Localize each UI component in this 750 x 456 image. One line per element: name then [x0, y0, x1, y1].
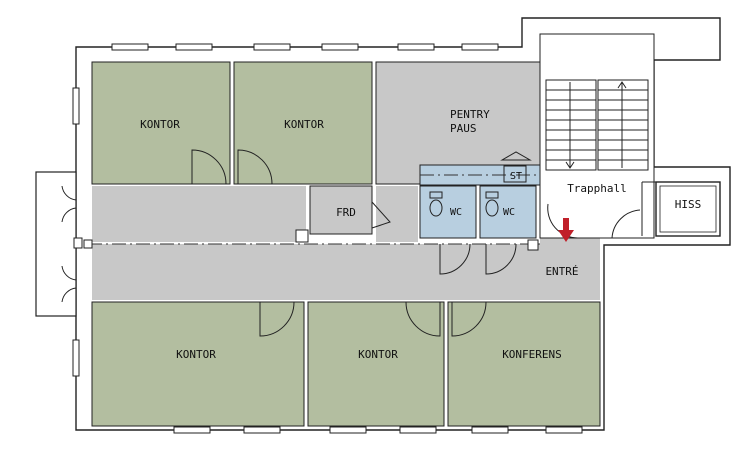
- room-frd[interactable]: [309, 185, 373, 235]
- windows-bottom: [173, 426, 583, 434]
- door-frd[interactable]: [371, 201, 391, 229]
- room-hiss[interactable]: [655, 181, 721, 237]
- windows-top: [111, 43, 499, 51]
- room-kontor-1[interactable]: [91, 61, 231, 185]
- door-wc-1[interactable]: [439, 243, 471, 275]
- label-entre: ENTRÉ: [545, 265, 578, 278]
- label-kontor-3: KONTOR: [176, 348, 216, 361]
- label-hiss: HISS: [675, 198, 702, 211]
- stairs[interactable]: [545, 79, 649, 171]
- door-wc-2[interactable]: [485, 243, 517, 275]
- door-konferens[interactable]: [451, 301, 487, 337]
- toilet-icon: [485, 191, 499, 217]
- label-pentry: PENTRY: [450, 108, 490, 121]
- door-trapphall-left[interactable]: [547, 203, 579, 239]
- service-node-2: [295, 229, 309, 243]
- windows-left: [72, 87, 80, 377]
- corridor-upper[interactable]: [92, 186, 306, 242]
- door-kontor-4[interactable]: [405, 301, 441, 337]
- annex-door-3[interactable]: [61, 265, 77, 281]
- service-node-1: [83, 239, 93, 249]
- annex-column: [73, 237, 83, 249]
- door-kontor-2[interactable]: [237, 149, 273, 185]
- corridor-main[interactable]: [92, 244, 600, 300]
- label-kontor-4: KONTOR: [358, 348, 398, 361]
- label-kontor-1: KONTOR: [140, 118, 180, 131]
- label-paus: PAUS: [450, 122, 477, 135]
- door-trapphall-right[interactable]: [611, 209, 641, 239]
- label-wc-2: WC: [503, 207, 515, 218]
- label-frd: FRD: [336, 206, 356, 219]
- label-trapphall: Trapphall: [567, 182, 627, 195]
- west-annex: [35, 171, 77, 317]
- room-wc-2[interactable]: [479, 185, 537, 239]
- annex-door-2[interactable]: [61, 207, 77, 223]
- hiss-inner: [659, 185, 717, 233]
- label-kontor-2: KONTOR: [284, 118, 324, 131]
- room-trapphall[interactable]: [539, 33, 655, 239]
- service-node-3: [527, 239, 539, 251]
- room-wc-1[interactable]: [419, 185, 477, 239]
- sink-icon: [500, 151, 532, 183]
- annex-door-4[interactable]: [61, 287, 77, 303]
- room-konferens[interactable]: [447, 301, 601, 427]
- door-hiss[interactable]: [641, 181, 656, 236]
- door-kontor-3[interactable]: [259, 301, 295, 337]
- room-kontor-4[interactable]: [307, 301, 445, 427]
- room-kontor-3[interactable]: [91, 301, 305, 427]
- room-pentry[interactable]: [375, 61, 541, 185]
- label-konferens: KONFERENS: [502, 348, 562, 361]
- annex-door-1[interactable]: [61, 185, 77, 201]
- label-st: ST: [510, 171, 522, 182]
- red-down-arrow-icon: [558, 218, 574, 242]
- toilet-icon: [429, 191, 443, 217]
- room-entre[interactable]: [540, 238, 600, 300]
- door-kontor-1[interactable]: [191, 149, 227, 185]
- label-wc-1: WC: [450, 207, 462, 218]
- room-kontor-2[interactable]: [233, 61, 373, 185]
